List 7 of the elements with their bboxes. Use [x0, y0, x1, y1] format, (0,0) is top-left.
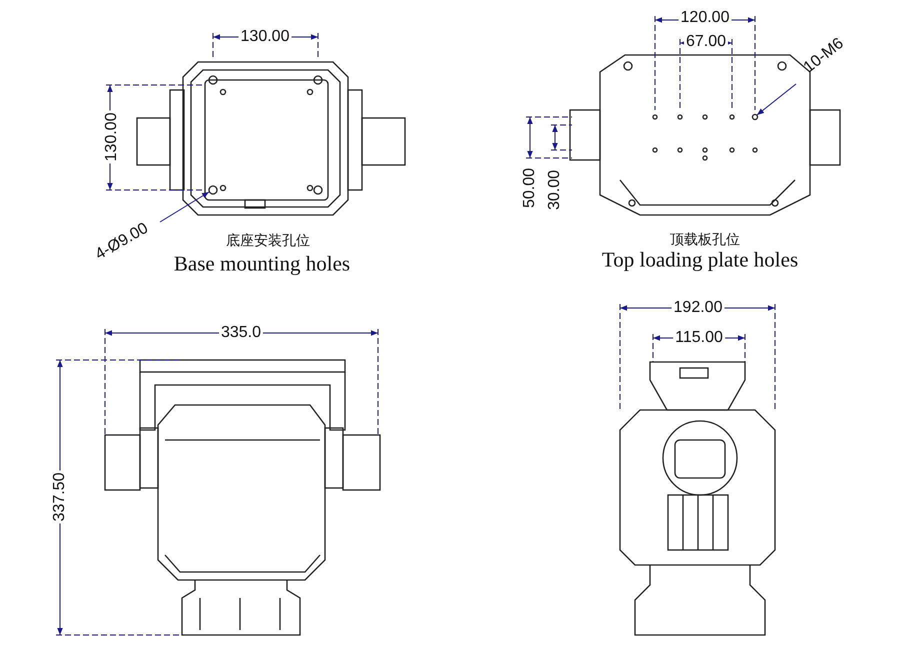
view-caption: Top loading plate holes — [602, 250, 798, 270]
view-caption-chinese: 底座安装孔位 — [226, 234, 310, 248]
view-caption-chinese: 顶载板孔位 — [670, 233, 740, 247]
leader-line — [160, 192, 210, 222]
view-caption: Base mounting holes — [174, 254, 350, 274]
mounting-hole — [208, 185, 218, 195]
mounting-hole — [752, 114, 758, 120]
